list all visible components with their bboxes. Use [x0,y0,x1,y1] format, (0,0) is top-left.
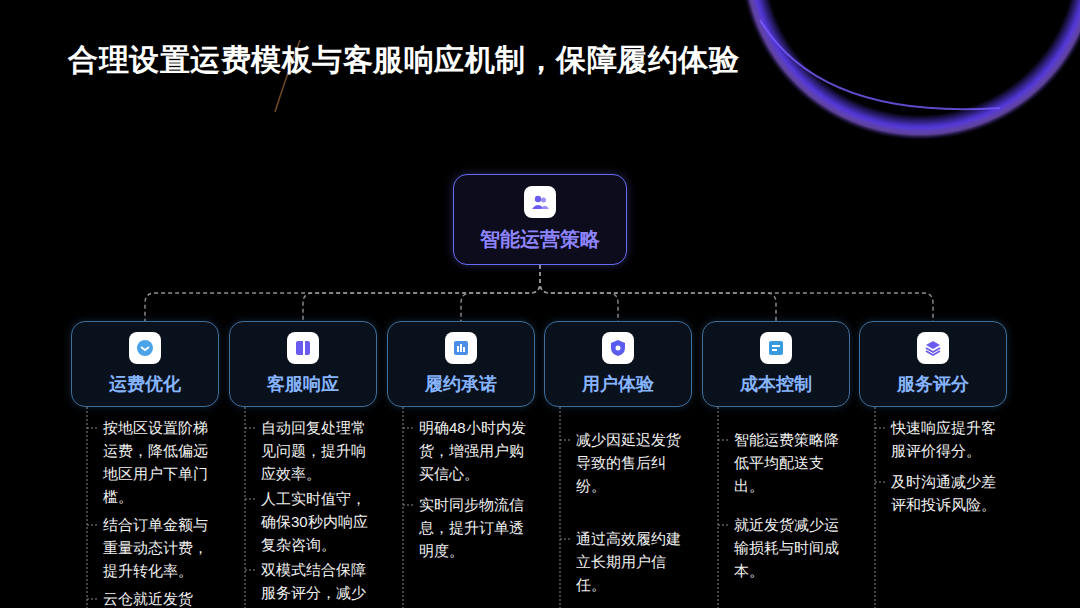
bullet-tick [718,525,730,526]
bullet-tick [875,482,887,483]
bullet-text: 实时同步物流信息，提升订单透明度。 [419,493,537,562]
bullet-text: 快速响应提升客服评价得分。 [891,416,1009,462]
bullet-tick [87,525,99,526]
box-title: 客服响应 [267,372,339,396]
bullet-text: 双模式结合保障服务评分，减少 [261,558,379,604]
bullet-leader [87,407,88,608]
bullet-leader [718,407,719,608]
bullet-tick [403,505,415,506]
strategy-box: 成本控制 [702,321,850,407]
bullet-leader [875,407,876,608]
bullet-text: 结合订单金额与重量动态计费，提升转化率。 [103,513,221,582]
strategy-box: 服务评分 [859,321,1007,407]
box-title: 服务评分 [897,372,969,396]
box-title: 用户体验 [582,372,654,396]
bullet-text: 通过高效履约建立长期用户信任。 [576,527,694,596]
bullet-tick [718,440,730,441]
glow-orb [740,0,1080,140]
bullet-tick [87,599,99,600]
root-strategy-box: 智能运营策略 [453,174,627,265]
bullet-text: 按地区设置阶梯运费，降低偏远地区用户下单门槛。 [103,416,221,508]
bullet-text: 就近发货减少运输损耗与时间成本。 [734,513,852,582]
node-icon [287,332,319,364]
bullet-text: 减少因延迟发货导致的售后纠纷。 [576,428,694,497]
strategy-box: 运费优化 [71,321,219,407]
box-title: 成本控制 [740,372,812,396]
bullet-text: 智能运费策略降低平均配送支出。 [734,428,852,497]
bullet-tick [875,428,887,429]
strategy-box: 履约承诺 [387,321,535,407]
bullet-text: 明确48小时内发货，增强用户购买信心。 [419,416,537,485]
page-title: 合理设置运费模板与客服响应机制，保障履约体验 [68,40,739,81]
node-icon [760,332,792,364]
bullet-tick [245,499,257,500]
dashed-connector [145,265,540,321]
glow-rim [760,20,1000,109]
bullet-text: 人工实时值守，确保30秒内响应复杂咨询。 [261,487,379,556]
dashed-connector [303,265,540,321]
node-icon [445,332,477,364]
bullet-leader [245,407,246,608]
bullet-tick [403,428,415,429]
strategy-box: 用户体验 [544,321,692,407]
bullet-tick [560,440,572,441]
bullet-tick [245,428,257,429]
box-title: 运费优化 [109,372,181,396]
root-title: 智能运营策略 [480,226,600,253]
dashed-connector [461,265,540,321]
node-icon [129,332,161,364]
bullet-leader [560,407,561,608]
dashed-connector [540,265,933,321]
node-icon [524,186,556,218]
bullet-tick [87,428,99,429]
bullet-text: 自动回复处理常见问题，提升响应效率。 [261,416,379,485]
box-title: 履约承诺 [425,372,497,396]
bullet-text: 及时沟通减少差评和投诉风险。 [891,470,1009,516]
bullet-text: 云仓就近发货 [103,587,221,608]
node-icon [602,332,634,364]
node-icon [917,332,949,364]
bullet-tick [560,539,572,540]
bullet-leader [403,407,404,608]
bullet-tick [245,570,257,571]
strategy-box: 客服响应 [229,321,377,407]
